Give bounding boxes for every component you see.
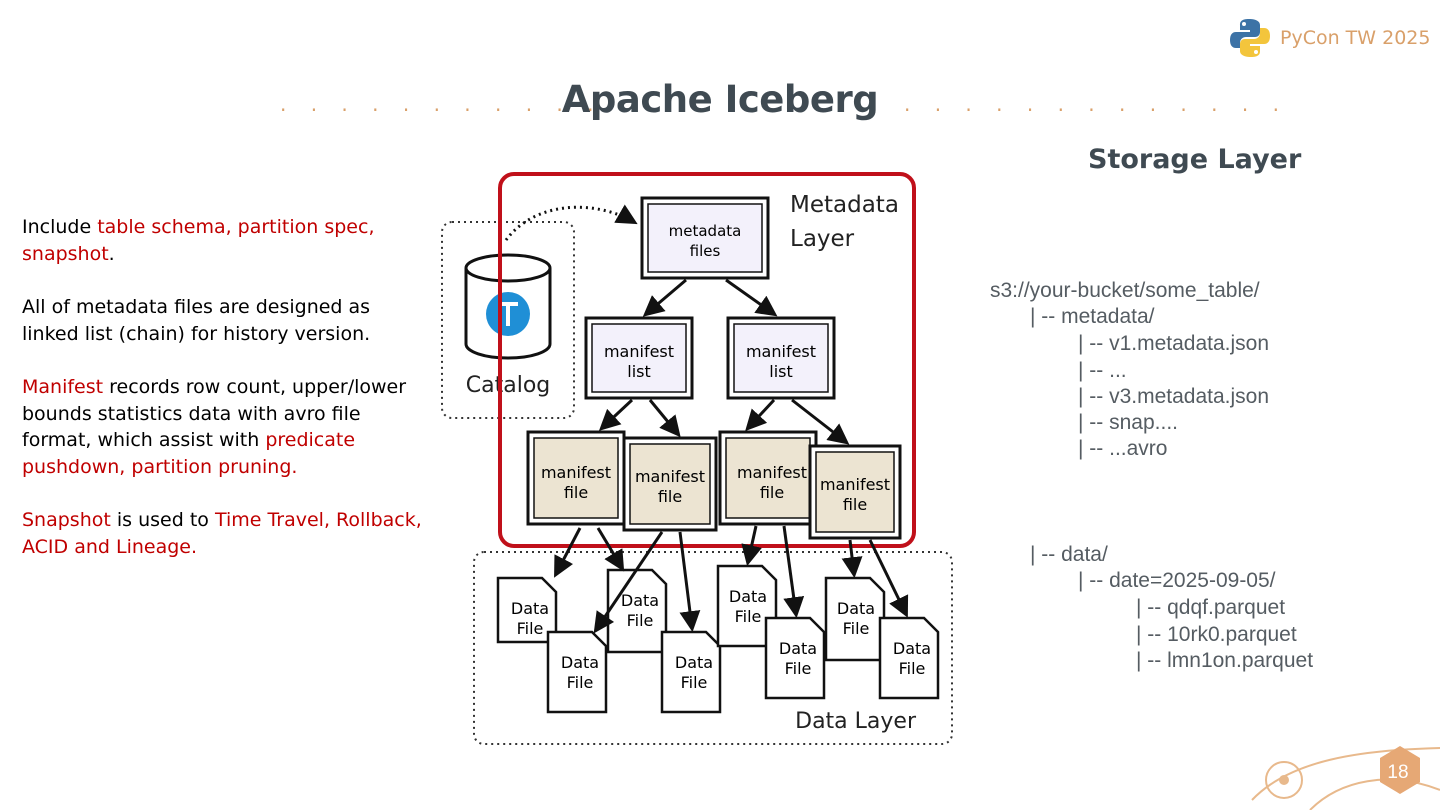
svg-text:manifest: manifest xyxy=(541,463,611,482)
data-file-doc: Data File xyxy=(496,576,558,644)
svg-text:File: File xyxy=(843,619,870,638)
brand-label: PyCon TW 2025 xyxy=(1280,27,1431,49)
svg-text:list: list xyxy=(769,362,793,381)
svg-text:Data: Data xyxy=(511,599,549,618)
arrow xyxy=(868,539,909,618)
svg-text:manifest: manifest xyxy=(746,342,816,361)
manifest-list-box: manifest list xyxy=(726,316,836,400)
footer-decoration xyxy=(1251,746,1440,810)
svg-text:File: File xyxy=(567,673,594,692)
data-file-doc: Data File xyxy=(824,576,886,662)
data-file-doc: Data File xyxy=(878,616,940,700)
svg-text:manifest: manifest xyxy=(737,463,807,482)
svg-text:manifest: manifest xyxy=(820,475,890,494)
note-snapshot: Snapshot is used to Time Travel, Rollbac… xyxy=(22,509,422,558)
storage-layer-title: Storage Layer xyxy=(1088,144,1302,175)
note-metadata: Include table schema, partition spec, sn… xyxy=(22,216,375,265)
catalog-label: Catalog xyxy=(466,373,551,398)
arrow xyxy=(648,399,681,438)
svg-text:Data: Data xyxy=(729,587,767,606)
title-dots-right: . . . . . . . . . . . . . xyxy=(904,92,1288,116)
arrow xyxy=(741,525,762,567)
catalog-pointer-arrow xyxy=(504,204,638,241)
svg-text:file: file xyxy=(564,483,588,502)
metadata-layer-frame xyxy=(498,172,916,548)
tree-line: | -- qdqf.parquet xyxy=(1136,596,1286,619)
metadata-layer-label-line2: Layer xyxy=(790,226,855,252)
data-layer-frame xyxy=(473,551,953,745)
tree-line: | -- 10rk0.parquet xyxy=(1136,623,1297,646)
data-file-doc: Data File xyxy=(660,630,722,714)
svg-text:file: file xyxy=(658,487,682,506)
svg-text:File: File xyxy=(785,659,812,678)
arrow xyxy=(642,278,687,317)
svg-text:manifest: manifest xyxy=(635,467,705,486)
svg-text:metadata: metadata xyxy=(669,222,742,240)
data-file-doc: Data File xyxy=(606,568,668,654)
tree-line: | -- v1.metadata.json xyxy=(1078,332,1270,355)
title-dots-left: . . . . . . . . . . . . . xyxy=(280,92,664,116)
svg-text:Data: Data xyxy=(561,653,599,672)
page-number: 18 xyxy=(1387,762,1409,783)
arrow xyxy=(554,527,582,578)
svg-text:files: files xyxy=(690,242,721,260)
svg-text:Data: Data xyxy=(621,591,659,610)
svg-text:list: list xyxy=(627,362,651,381)
tree-line: | -- metadata/ xyxy=(1030,305,1155,328)
tree-line: | -- lmn1on.parquet xyxy=(1136,649,1314,672)
arrow xyxy=(678,531,701,633)
svg-text:File: File xyxy=(899,659,926,678)
manifest-file-box: manifest file xyxy=(622,436,718,532)
arrow xyxy=(596,527,625,572)
note-linked-list: All of metadata files are designed as li… xyxy=(22,296,371,345)
tree-line: | -- v3.metadata.json xyxy=(1078,385,1270,408)
arrow xyxy=(782,525,805,619)
catalog-frame xyxy=(441,221,575,419)
svg-text:File: File xyxy=(517,619,544,638)
arrow xyxy=(598,398,634,431)
metadata-files-box: metadata files xyxy=(640,196,770,280)
svg-text:Data: Data xyxy=(837,599,875,618)
svg-text:File: File xyxy=(735,607,762,626)
svg-text:file: file xyxy=(760,483,784,502)
svg-text:file: file xyxy=(843,495,867,514)
data-layer-label: Data Layer xyxy=(795,709,917,734)
python-logo-icon xyxy=(1230,19,1270,57)
arrow xyxy=(745,398,776,432)
arrow xyxy=(841,539,863,579)
arrow xyxy=(725,278,778,317)
iceberg-architecture-diagram: Catalog Data Layer Metadata Layer metada… xyxy=(441,172,953,745)
svg-text:manifest: manifest xyxy=(604,342,674,361)
tree-line: | -- ... xyxy=(1078,359,1127,382)
tree-line: | -- snap.... xyxy=(1078,411,1178,434)
data-file-doc: Data File xyxy=(716,564,778,648)
arrow xyxy=(791,398,850,445)
manifest-list-box: manifest list xyxy=(584,316,694,400)
tree-line: | -- date=2025-09-05/ xyxy=(1078,569,1276,592)
page-title: Apache Iceberg xyxy=(561,78,879,121)
notes-panel: Include table schema, partition spec, sn… xyxy=(22,214,422,587)
note-manifest: Manifest records row count, upper/lower … xyxy=(22,376,407,478)
svg-text:Data: Data xyxy=(779,639,817,658)
manifest-file-box: manifest file xyxy=(808,444,902,540)
brand: PyCon TW 2025 xyxy=(1228,16,1430,60)
manifest-file-box: manifest file xyxy=(718,430,818,526)
tree-line: | -- ...avro xyxy=(1078,437,1168,460)
manifest-file-box: manifest file xyxy=(526,430,626,526)
tree-line: | -- data/ xyxy=(1030,543,1108,566)
svg-text:File: File xyxy=(627,611,654,630)
tree-line: s3://your-bucket/some_table/ xyxy=(990,279,1260,302)
svg-text:Data: Data xyxy=(675,653,713,672)
metadata-layer-label-line1: Metadata xyxy=(790,192,899,218)
arrow xyxy=(593,531,664,634)
data-file-doc: Data File xyxy=(764,616,826,700)
svg-text:Data: Data xyxy=(893,639,931,658)
svg-text:File: File xyxy=(681,673,708,692)
catalog-database-icon xyxy=(464,253,552,360)
data-file-doc: Data File xyxy=(546,630,608,714)
